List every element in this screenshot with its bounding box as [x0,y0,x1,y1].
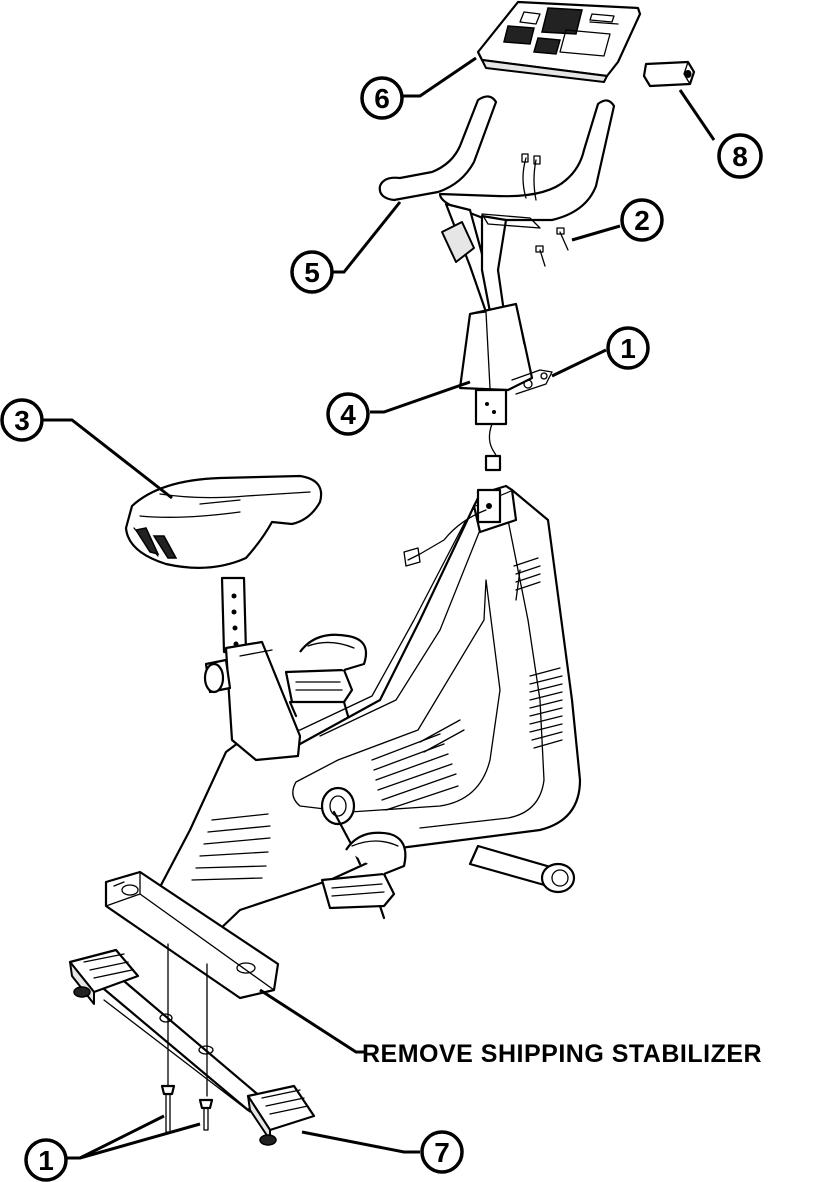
svg-text:1: 1 [38,1145,54,1176]
callout-7: 7 [422,1132,462,1172]
svg-text:3: 3 [14,405,30,436]
svg-text:6: 6 [374,83,390,114]
callout-4: 4 [328,394,368,434]
mast-housing-part-4 [460,304,552,470]
callout-2: 2 [622,200,662,240]
svg-text:7: 7 [434,1137,450,1168]
leader-lines [40,58,714,1158]
callout-5: 5 [292,252,332,292]
svg-text:5: 5 [304,257,320,288]
base-bar-part-7 [70,950,314,1145]
handlebar-part-5 [380,96,614,312]
callout-1-bottom: 1 [26,1140,66,1180]
console-part-6 [478,2,640,82]
callout-8: 8 [719,135,761,177]
callout-3: 3 [2,400,42,440]
seat-part-3 [126,476,321,568]
connector-block-part-8 [644,62,694,86]
svg-text:2: 2 [634,205,650,236]
callout-6: 6 [362,78,402,118]
remove-shipping-stabilizer-caption: REMOVE SHIPPING STABILIZER [362,1040,762,1068]
callout-1-top: 1 [608,328,648,368]
svg-text:1: 1 [620,333,636,364]
seat-post [205,578,300,760]
svg-text:8: 8 [732,141,748,172]
svg-text:4: 4 [340,399,356,430]
screws-part-2 [536,228,568,266]
